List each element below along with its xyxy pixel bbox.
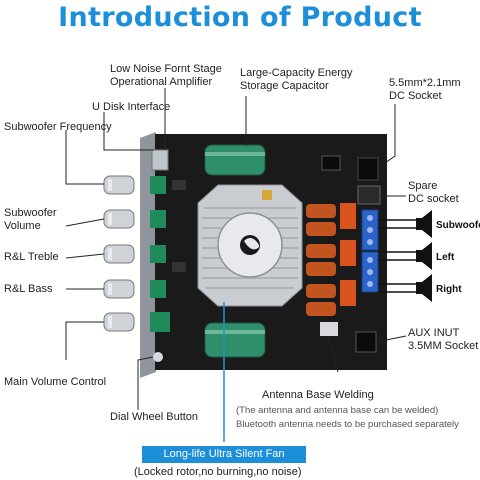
capacitor-label-2: Storage Capacitor <box>240 80 329 93</box>
pot-main-vol <box>150 312 170 332</box>
dc-socket-label-1: 5.5mm*2.1mm <box>389 77 461 90</box>
diode-component <box>322 156 340 170</box>
u-disk-label: U Disk Interface <box>92 101 170 114</box>
low-noise-label-1: Low Noise Fornt Stage <box>110 63 222 76</box>
bass-label: R&L Bass <box>4 283 53 296</box>
antenna-note-1: (The antenna and antenna base can be wel… <box>236 404 438 417</box>
dc-socket-label-2: DC Socket <box>389 90 442 103</box>
sub-vol-label-2: Volume <box>4 220 41 233</box>
speaker-icon-left <box>422 242 432 270</box>
fan-label: Long-life Ultra Silent Fan <box>142 446 306 463</box>
main-vol-label: Main Volume Control <box>4 376 106 389</box>
spare-dc-socket <box>358 186 380 204</box>
pot-sub-freq <box>150 176 166 194</box>
speaker-label-right: Right <box>436 283 462 296</box>
top-capacitor <box>205 145 265 175</box>
antenna-base <box>320 322 338 336</box>
dial-label: Dial Wheel Button <box>110 411 198 424</box>
capacitor-label-1: Large-Capacity Energy <box>240 67 353 80</box>
treble-label: R&L Treble <box>4 251 59 264</box>
antenna-label: Antenna Base Welding <box>262 389 374 402</box>
pot-treble <box>150 245 166 263</box>
spare-label-1: Spare <box>408 180 437 193</box>
aux-label-2: 3.5MM Socket <box>408 340 478 353</box>
speaker-icon-subwoofer <box>422 210 432 238</box>
dc-socket <box>358 158 378 180</box>
speaker-label-left: Left <box>436 251 454 264</box>
inductor <box>306 204 336 218</box>
bottom-capacitor <box>205 323 265 357</box>
antenna-note-2: Bluetooth antenna needs to be purchased … <box>236 418 459 431</box>
speaker-icon-right <box>422 274 432 302</box>
pot-bass <box>150 280 166 298</box>
spare-label-2: DC socket <box>408 193 459 206</box>
low-noise-label-2: Operational Amplifier <box>110 76 212 89</box>
aux-label-1: AUX INUT <box>408 327 459 340</box>
dial-button <box>153 352 163 362</box>
aux-socket <box>356 332 376 352</box>
pot-sub-vol <box>150 210 166 228</box>
usb-port <box>152 150 168 170</box>
sub-freq-label: Subwoofer Frequency <box>4 121 112 134</box>
speaker-label-subwoofer: Subwoofer <box>436 219 480 232</box>
fan-note: (Locked rotor,no burning,no noise) <box>134 466 302 479</box>
sub-vol-label-1: Subwoofer <box>4 207 57 220</box>
